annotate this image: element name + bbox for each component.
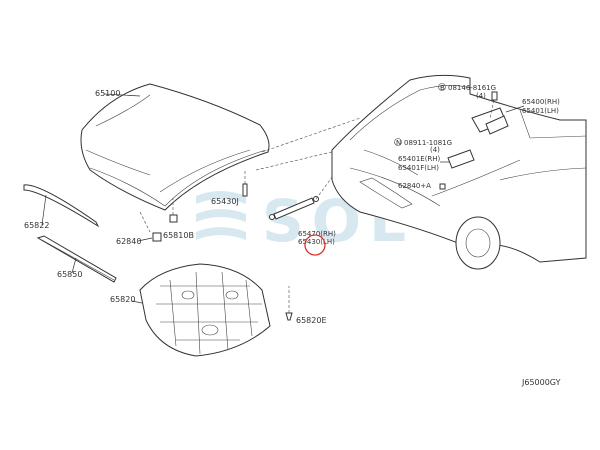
- bolt-code-letter: B: [440, 84, 445, 92]
- diagram-code: J65000GY: [521, 378, 561, 387]
- label-insulator-clip: 65820E: [296, 316, 327, 325]
- label-seal-rubber: 65850: [57, 270, 82, 279]
- seal-rubber: [36, 235, 117, 283]
- bolt2-code-badge: [394, 138, 402, 146]
- bolt-code-badge: [438, 83, 446, 91]
- hood-seal-nut: [169, 214, 178, 223]
- label-bolt2-qty: (4): [430, 146, 440, 154]
- insulator-clip: [285, 312, 293, 321]
- leader-seal-rubber: [71, 257, 77, 274]
- guide-line-2: [255, 149, 341, 171]
- hinge-bolt: [491, 91, 498, 101]
- clip-a: [439, 183, 446, 190]
- hood-seal-strip: [23, 184, 100, 228]
- label-clip-a: 62840+A: [398, 182, 431, 190]
- watermark-swoosh-icon: [196, 191, 246, 240]
- bolt2-code-letter: N: [396, 139, 401, 147]
- leader-hinge-bolt: [489, 99, 495, 119]
- leader-hinge: [505, 105, 525, 113]
- hood-stay-pin: [242, 183, 248, 197]
- label-lock-lh: 65401F(LH): [398, 164, 439, 172]
- car-body: [331, 74, 587, 270]
- leader-hood: [103, 93, 141, 97]
- label-hood: 65100: [95, 89, 120, 98]
- label-bolt2: 08911-1081G: [404, 139, 452, 147]
- label-bumper-clip: 62840: [116, 237, 141, 246]
- label-seal-strip: 65822: [24, 221, 49, 230]
- label-hood-stay-pin: 65430J: [211, 197, 239, 206]
- hood-insulator: [139, 263, 271, 357]
- leader-seal-strip: [41, 194, 47, 226]
- hood-panel: [80, 83, 270, 211]
- label-stay-lh: 65430(LH): [298, 238, 335, 246]
- label-bolt-qty: (4): [476, 92, 486, 100]
- label-stay-rh: 65470(RH): [298, 230, 336, 238]
- label-bolt: 08146-8161G: [448, 84, 496, 92]
- label-hood-seal-nut: 65810B: [163, 231, 194, 240]
- guide-line-1: [261, 117, 361, 153]
- leader-insulator: [131, 300, 143, 304]
- guide-line-3: [139, 211, 151, 233]
- label-lock-rh: 65401E(RH): [398, 155, 441, 163]
- bumper-clip: [152, 232, 162, 242]
- label-hinge-lh: 65401(LH): [522, 107, 559, 115]
- hood-lock: [447, 149, 475, 169]
- label-hinge-rh: 65400(RH): [522, 98, 560, 106]
- highlight-circle: [304, 234, 326, 256]
- leader-bumper-clip: [137, 237, 153, 242]
- label-insulator: 65820: [110, 295, 135, 304]
- hood-hinge: [471, 107, 509, 135]
